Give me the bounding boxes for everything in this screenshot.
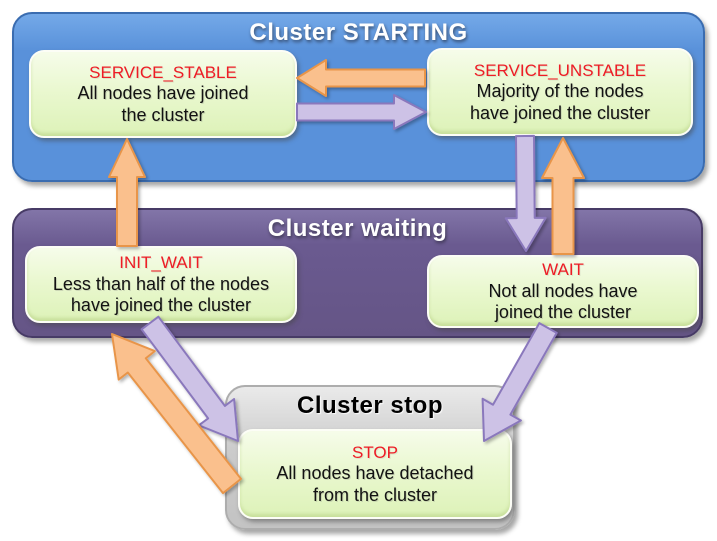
state-stop: STOP All nodes have detached from the cl…	[238, 429, 512, 519]
group-cluster-stop: Cluster stop STOP All nodes have detache…	[225, 385, 515, 530]
group-cluster-starting: Cluster STARTING SERVICE_STABLE All node…	[12, 12, 705, 182]
state-description-service-stable: All nodes have joined the cluster	[77, 83, 249, 125]
state-service-unstable: SERVICE_UNSTABLE Majority of the nodes h…	[427, 48, 693, 136]
group-title-cluster-waiting: Cluster waiting	[267, 215, 448, 242]
state-description-service-unstable: Majority of the nodes have joined the cl…	[469, 81, 651, 123]
state-description-init-wait: Less than half of the nodes have joined …	[52, 273, 270, 316]
state-wait: WAIT Not all nodes have joined the clust…	[427, 255, 699, 328]
transition-arrow-stop-to-init_wait	[111, 333, 242, 495]
state-description-wait: Not all nodes have joined the cluster	[488, 280, 638, 323]
state-name-service-unstable: SERVICE_UNSTABLE	[473, 60, 647, 80]
state-name-stop: STOP	[352, 442, 398, 462]
group-cluster-waiting: Cluster waiting INIT_WAIT Less than half…	[12, 208, 703, 338]
state-name-wait: WAIT	[542, 260, 584, 280]
state-name-service-stable: SERVICE_STABLE	[89, 62, 237, 82]
group-title-cluster-starting: Cluster STARTING	[249, 19, 468, 46]
state-service-stable: SERVICE_STABLE All nodes have joined the…	[29, 50, 297, 138]
group-title-cluster-stop: Cluster stop	[296, 392, 443, 419]
state-description-stop: All nodes have detached from the cluster	[276, 463, 474, 505]
state-init-wait: INIT_WAIT Less than half of the nodes ha…	[25, 246, 297, 323]
state-name-init-wait: INIT_WAIT	[119, 253, 203, 273]
